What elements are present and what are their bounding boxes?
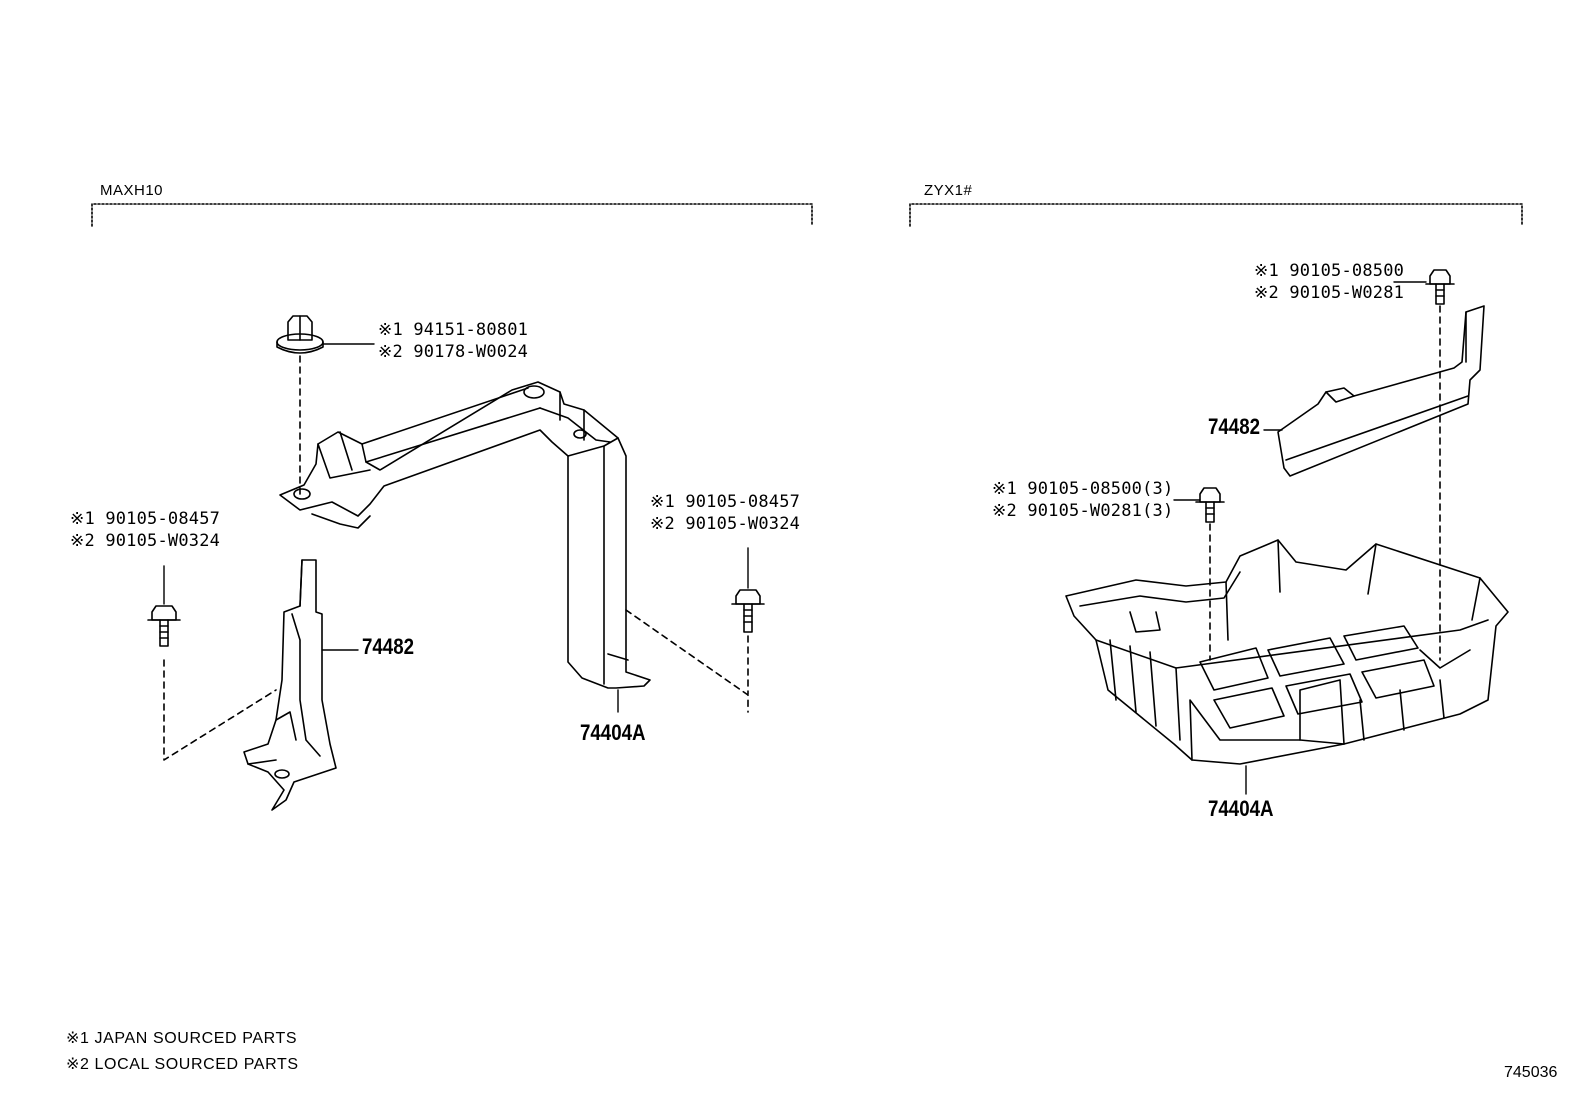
clamp-right-dashed (625, 609, 749, 713)
callout-zyx-top-bolt-line-2: ※2 90105-W0281 (1254, 283, 1405, 303)
callout-zyx-mid-bolt-line-2: ※2 90105-W0281(3) (992, 501, 1174, 521)
group-bracket-maxh10 (91, 203, 813, 227)
group-title-zyx1: ZYX1# (924, 182, 973, 199)
callout-nut-line-2: ※2 90178-W0024 (378, 342, 529, 362)
battery-bracket-drawing (243, 559, 337, 811)
callout-nut: ※1 94151-80801 ※2 90178-W0024 (378, 319, 528, 363)
zyx-mid-bolt-drawing (1173, 487, 1225, 523)
callout-right-bolt: ※1 90105-08457 ※2 90105-W0324 (650, 491, 800, 535)
callout-left-bolt: ※1 90105-08457 ※2 90105-W0324 (70, 508, 220, 552)
callout-right-bolt-line-1: ※1 90105-08457 (650, 492, 801, 512)
flange-nut-drawing (276, 315, 375, 354)
part-number-zyx-bracket: 74482 (1208, 414, 1261, 439)
battery-clamp-drawing (279, 381, 651, 689)
illustration-id: 745036 (1504, 1064, 1558, 1081)
group-bracket-zyx1 (909, 203, 1523, 227)
zyx-top-bolt-drawing (1393, 269, 1455, 305)
callout-zyx-mid-bolt-line-1: ※1 90105-08500(3) (992, 479, 1174, 499)
legend-local-sourced: ※2 LOCAL SOURCED PARTS (66, 1056, 299, 1073)
callout-left-bolt-line-2: ※2 90105-W0324 (70, 531, 221, 551)
callout-right-bolt-line-2: ※2 90105-W0324 (650, 514, 801, 534)
legend: ※1 JAPAN SOURCED PARTS ※2 LOCAL SOURCED … (66, 1026, 299, 1078)
callout-zyx-mid-bolt: ※1 90105-08500(3) ※2 90105-W0281(3) (992, 478, 1173, 522)
group-title-maxh10: MAXH10 (100, 182, 164, 199)
callout-zyx-top-bolt-line-1: ※1 90105-08500 (1254, 261, 1405, 281)
callout-left-bolt-line-1: ※1 90105-08457 (70, 509, 221, 529)
zyx-bracket-drawing (1277, 305, 1485, 477)
battery-tray-drawing (1065, 539, 1509, 765)
part-number-maxh-bracket: 74482 (362, 634, 415, 659)
part-number-maxh-clamp: 74404A (580, 720, 646, 745)
callout-zyx-top-bolt: ※1 90105-08500 ※2 90105-W0281 (1254, 260, 1404, 304)
callout-nut-line-1: ※1 94151-80801 (378, 320, 529, 340)
part-number-zyx-tray: 74404A (1208, 796, 1274, 821)
legend-japan-sourced: ※1 JAPAN SOURCED PARTS (66, 1030, 298, 1047)
left-bolt-drawing (147, 565, 181, 647)
right-bolt-drawing (731, 547, 765, 633)
bracket-left-dashed (163, 659, 277, 761)
